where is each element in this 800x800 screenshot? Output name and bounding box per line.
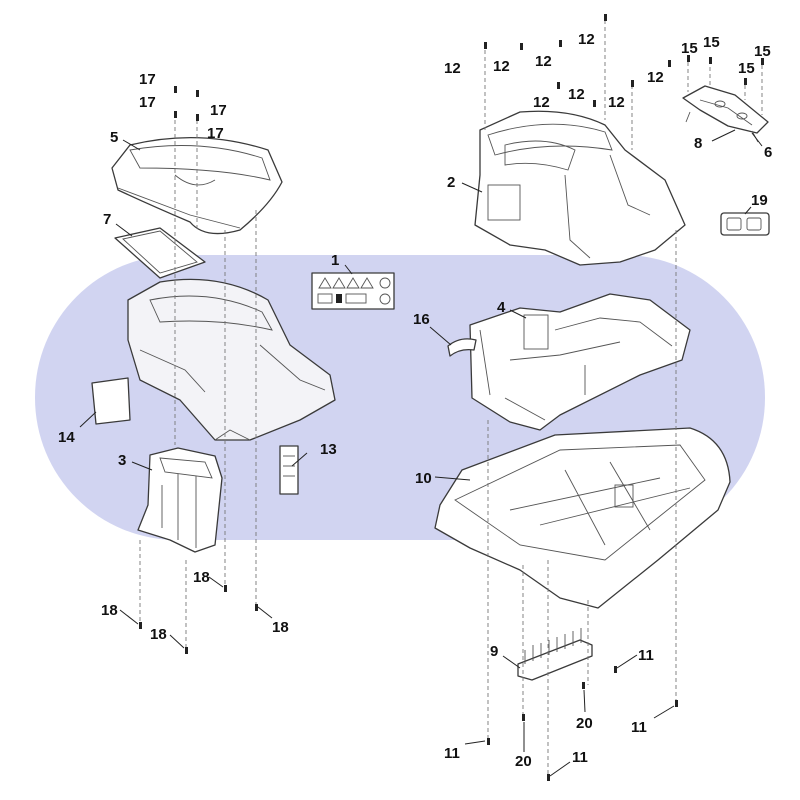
callout-4: 4 <box>497 299 506 316</box>
callout-12-b: 12 <box>493 58 510 75</box>
screws <box>139 14 764 781</box>
part-14-plate <box>91 377 131 425</box>
callout-20-a: 20 <box>576 715 593 732</box>
callout-12-h: 12 <box>647 69 664 86</box>
part-3-bracket <box>137 447 223 553</box>
left-housing <box>127 278 336 441</box>
callout-16: 16 <box>413 311 430 328</box>
callout-18-c: 18 <box>150 626 167 643</box>
callout-17-a: 17 <box>139 71 156 88</box>
callout-12-e: 12 <box>533 94 550 111</box>
callout-13: 13 <box>320 441 337 458</box>
part-1-warning-label <box>311 272 395 310</box>
callout-11-c: 11 <box>638 647 654 664</box>
part-7-seal-frame <box>114 227 206 279</box>
callout-1: 1 <box>331 252 339 269</box>
callout-17-d: 17 <box>207 125 224 142</box>
callout-12-d: 12 <box>578 31 595 48</box>
leader-lines <box>79 129 763 777</box>
callout-7: 7 <box>103 211 111 228</box>
callout-12-a: 12 <box>444 60 461 77</box>
part-4-middle-frame <box>469 293 691 431</box>
callout-12-f: 12 <box>568 86 585 103</box>
callout-labels: 1 2 3 4 5 6 7 8 9 10 11 11 11 11 12 12 1… <box>58 31 772 770</box>
callout-8: 8 <box>694 135 702 152</box>
callout-18-b: 18 <box>101 602 118 619</box>
callout-5: 5 <box>110 129 118 146</box>
callout-11-b: 11 <box>572 749 588 766</box>
callout-17-c: 17 <box>210 102 227 119</box>
part-13-label <box>279 445 299 495</box>
part-10-base <box>434 427 731 609</box>
callout-19: 19 <box>751 192 768 209</box>
callout-15-b: 15 <box>703 34 720 51</box>
callout-18-a: 18 <box>193 569 210 586</box>
part-6-8-bracket <box>682 85 769 143</box>
callout-11-d: 11 <box>631 719 647 736</box>
callout-12-c: 12 <box>535 53 552 70</box>
callout-6: 6 <box>764 144 772 161</box>
callout-10: 10 <box>415 470 432 487</box>
callout-17-b: 17 <box>139 94 156 111</box>
callout-15-d: 15 <box>754 43 771 60</box>
callout-11-a: 11 <box>444 745 460 762</box>
callout-14: 14 <box>58 429 75 446</box>
part-2-upper-housing <box>474 110 686 266</box>
part-19-clips <box>720 212 770 236</box>
callout-15-a: 15 <box>681 40 698 57</box>
callout-12-g: 12 <box>608 94 625 111</box>
callout-20-b: 20 <box>515 753 532 770</box>
callout-9: 9 <box>490 643 498 660</box>
part-16-curved-clip <box>447 338 477 357</box>
part-9-comb <box>517 628 593 681</box>
callout-3: 3 <box>118 452 126 469</box>
callout-15-c: 15 <box>738 60 755 77</box>
callout-2: 2 <box>447 174 455 191</box>
assembly-lines <box>139 20 763 780</box>
callout-18-d: 18 <box>272 619 289 636</box>
